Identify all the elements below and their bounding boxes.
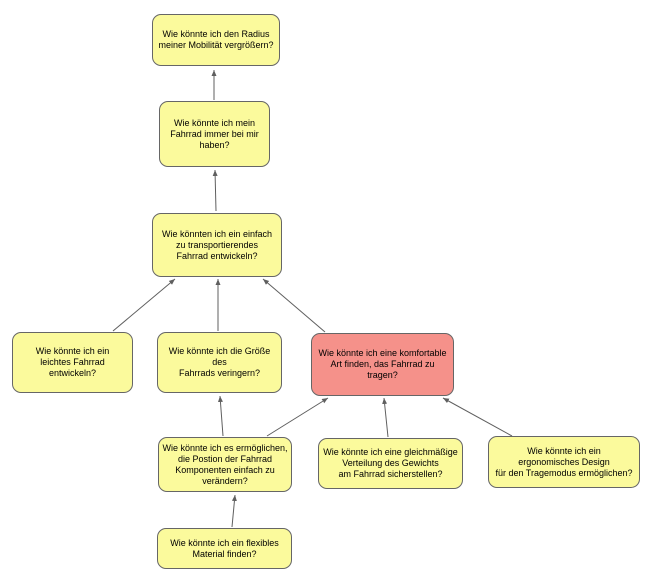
edge-komfortabel-to-transportierbar xyxy=(262,278,326,333)
node-transportierbares-fahrrad[interactable]: Wie könnten ich ein einfach zu transport… xyxy=(152,213,282,277)
node-groesse-verringern[interactable]: Wie könnte ich die Größe des Fahrrads ve… xyxy=(157,332,282,393)
edge-position-to-groesse xyxy=(217,395,224,437)
edge-position-to-komfortabel xyxy=(266,397,329,437)
node-leichtes-fahrrad[interactable]: Wie könnte ich ein leichtes Fahrrad entw… xyxy=(12,332,133,393)
node-ergonomisches-design[interactable]: Wie könnte ich ein ergonomisches Design … xyxy=(488,436,640,488)
edge-transportierbar-to-fahrrad-bei-mir xyxy=(212,169,218,212)
edge-ergonomie-to-komfortabel xyxy=(442,397,513,437)
edge-material-to-position xyxy=(231,494,237,528)
edge-gewicht-to-komfortabel xyxy=(382,397,389,438)
node-gewichtsverteilung[interactable]: Wie könnte ich eine gleichmäßige Verteil… xyxy=(318,438,463,489)
node-position-komponenten[interactable]: Wie könnte ich es ermöglichen, die Posti… xyxy=(158,437,292,492)
node-komfortables-tragen[interactable]: Wie könnte ich eine komfortable Art find… xyxy=(311,333,454,396)
node-radius-mobilitaet[interactable]: Wie könnte ich den Radius meiner Mobilit… xyxy=(152,14,280,66)
edge-leichtes-to-transportierbar xyxy=(112,278,176,332)
node-fahrrad-bei-mir[interactable]: Wie könnte ich mein Fahrrad immer bei mi… xyxy=(159,101,270,167)
node-flexibles-material[interactable]: Wie könnte ich ein flexibles Material fi… xyxy=(157,528,292,569)
